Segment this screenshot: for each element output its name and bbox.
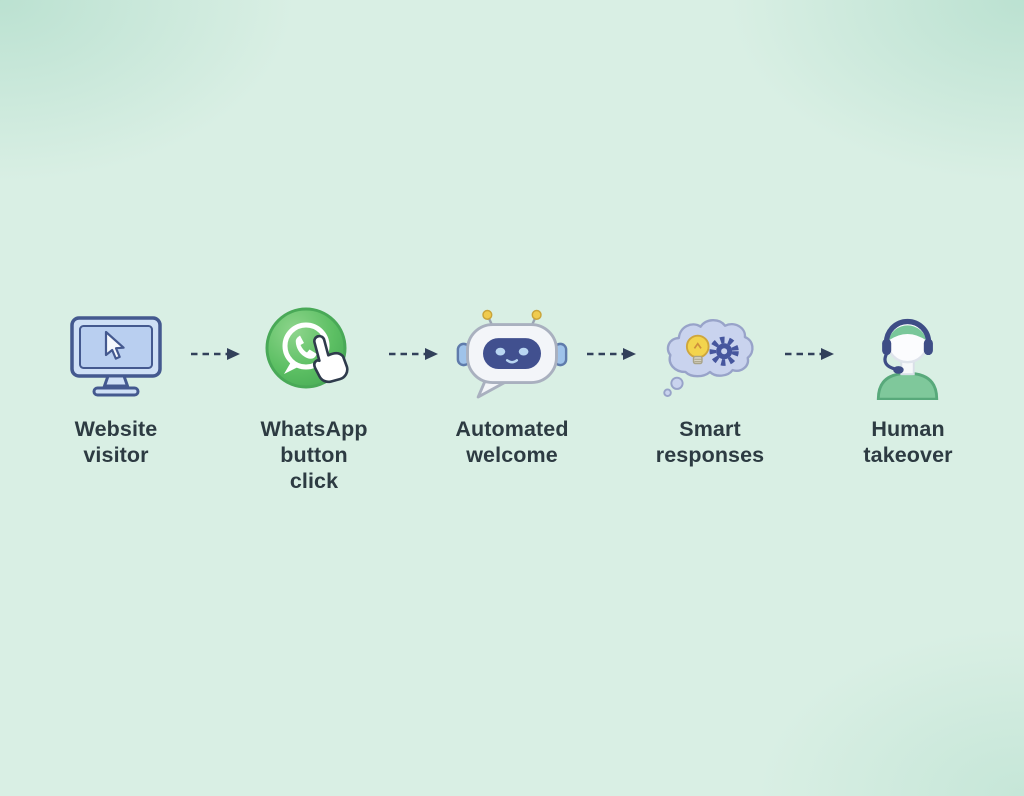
step-automated-welcome: Automated welcome bbox=[438, 308, 586, 468]
dashed-arrow bbox=[784, 308, 834, 400]
idea-cloud-icon bbox=[660, 308, 760, 400]
step-website-visitor: Website visitor bbox=[42, 308, 190, 468]
step-label-whatsapp-button-click: WhatsApp button click bbox=[260, 416, 367, 495]
label-line: WhatsApp bbox=[260, 417, 368, 441]
dashed-arrow-svg bbox=[785, 348, 834, 360]
dashed-arrow-svg bbox=[389, 348, 438, 360]
dashed-arrow bbox=[388, 308, 438, 400]
label-line: responses bbox=[655, 443, 765, 468]
dashed-arrow bbox=[586, 308, 636, 400]
step-label-automated-welcome: Automated welcome bbox=[455, 416, 568, 468]
step-label-smart-responses: Smart responses bbox=[656, 416, 764, 468]
label-line: button bbox=[280, 443, 348, 468]
label-line: Smart bbox=[679, 417, 741, 441]
label-line: welcome bbox=[466, 443, 558, 468]
chatbot-icon bbox=[454, 308, 570, 400]
step-human-takeover: Human takeover bbox=[834, 308, 982, 468]
dashed-arrow-svg bbox=[191, 348, 240, 360]
flow-row: Website visitor bbox=[42, 307, 982, 495]
step-label-human-takeover: Human takeover bbox=[863, 416, 952, 468]
label-line: Website bbox=[74, 417, 158, 441]
whatsapp-click-icon bbox=[264, 307, 364, 400]
support-agent-svg bbox=[876, 318, 939, 400]
label-line: click bbox=[289, 469, 339, 494]
step-whatsapp-button-click: WhatsApp button click bbox=[240, 307, 388, 495]
support-agent-icon bbox=[862, 308, 954, 400]
label-line: Human bbox=[871, 417, 945, 441]
label-line: takeover bbox=[863, 443, 953, 468]
monitor-cursor-svg bbox=[70, 316, 162, 397]
step-label-website-visitor: Website visitor bbox=[75, 416, 158, 468]
whatsapp-click-svg bbox=[265, 307, 349, 389]
idea-cloud-svg bbox=[663, 319, 754, 397]
monitor-cursor-icon bbox=[68, 308, 164, 400]
chatbot-svg bbox=[456, 309, 568, 399]
step-smart-responses: Smart responses bbox=[636, 308, 784, 468]
label-line: visitor bbox=[83, 443, 149, 468]
label-line: Automated bbox=[455, 417, 569, 441]
dashed-arrow-svg bbox=[587, 348, 636, 360]
dashed-arrow bbox=[190, 308, 240, 400]
